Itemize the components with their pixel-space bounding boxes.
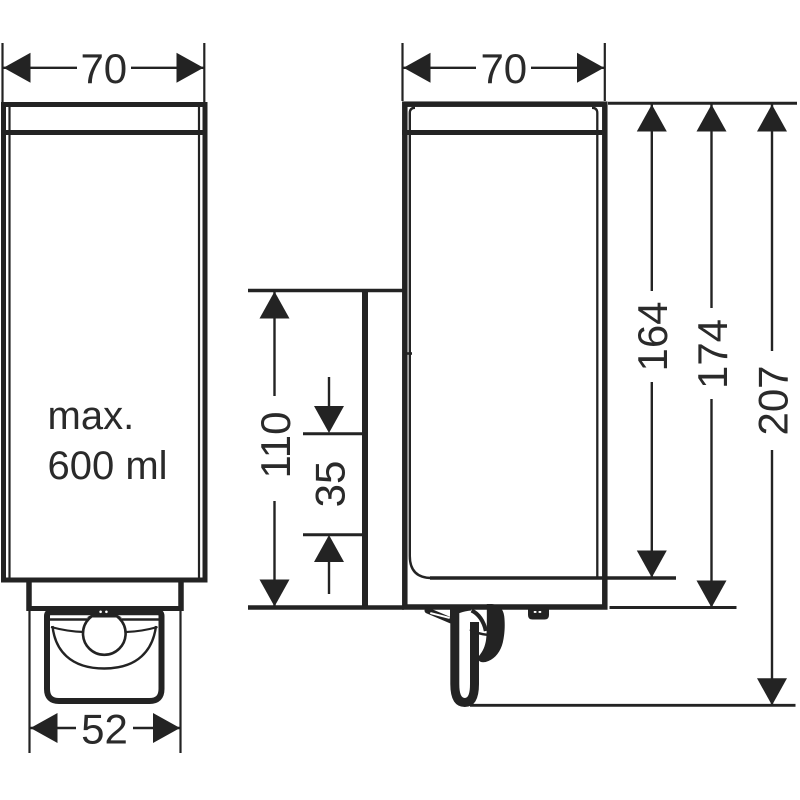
svg-text:70: 70 bbox=[480, 45, 527, 92]
svg-text:max.: max. bbox=[48, 394, 135, 438]
svg-text:35: 35 bbox=[306, 461, 353, 508]
svg-text:110: 110 bbox=[252, 412, 299, 479]
svg-text:52: 52 bbox=[81, 705, 128, 752]
svg-text:70: 70 bbox=[80, 45, 127, 92]
svg-text:207: 207 bbox=[749, 365, 796, 435]
svg-text:164: 164 bbox=[629, 301, 676, 371]
svg-text:600 ml: 600 ml bbox=[48, 444, 168, 488]
svg-text:174: 174 bbox=[689, 319, 736, 389]
